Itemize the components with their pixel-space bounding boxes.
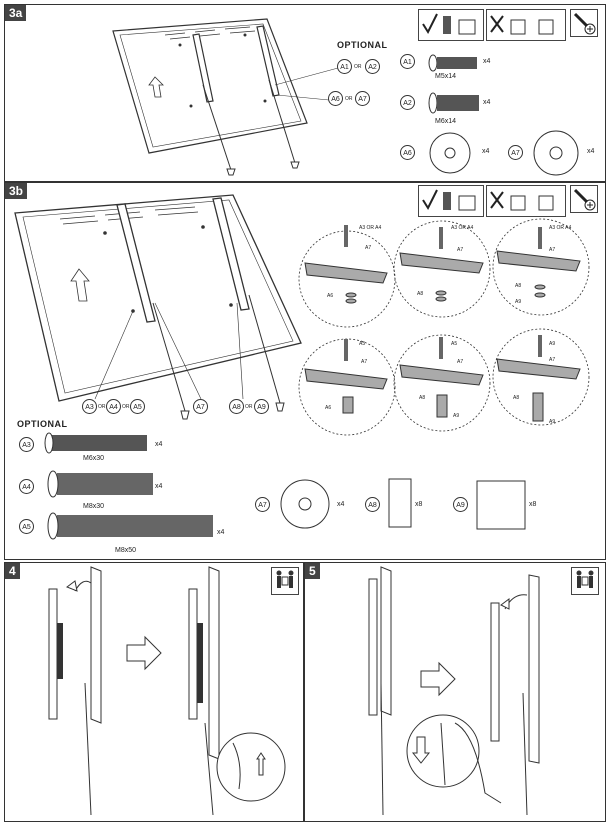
or-text: OR [245, 404, 253, 410]
part-a3-id: A3 [19, 437, 34, 452]
or-text: OR [122, 404, 130, 410]
part-a7-id: A7 [508, 145, 523, 160]
optional-label: OPTIONAL [17, 419, 68, 429]
panel-step-5: 5 [304, 562, 606, 822]
screwdriver-icon [570, 9, 598, 37]
a2-size: M6x14 [435, 118, 457, 125]
tilt-tv-diagram [368, 566, 540, 816]
two-person-icon [271, 567, 299, 595]
part-a2-badge: A2 [365, 59, 380, 74]
step-number: 4 [5, 563, 20, 579]
step-number: 3b [5, 183, 28, 199]
detail-a7: A7 [549, 247, 556, 253]
incorrect-assembly-icon [486, 185, 566, 217]
tv-mount-diagram-3b [14, 194, 590, 540]
part-a8-badge: A8 [229, 399, 244, 414]
a3-quantity: x4 [155, 441, 163, 448]
incorrect-assembly-icon [486, 9, 566, 41]
detail-a7: A7 [457, 359, 464, 365]
detail-a8: A8 [419, 395, 426, 401]
a3-size: M6x30 [83, 455, 105, 462]
step-number: 5 [305, 563, 320, 579]
part-a9-id: A9 [453, 497, 468, 512]
detail-a8: A8 [417, 291, 424, 297]
part-a6-id: A6 [400, 145, 415, 160]
a7-quantity: x4 [587, 148, 595, 155]
part-a7-id: A7 [255, 497, 270, 512]
part-a5-id: A5 [19, 519, 34, 534]
detail-a5: A5 [451, 341, 458, 347]
detail-a9: A9 [515, 299, 522, 305]
detail-a6: A6 [325, 405, 332, 411]
a1-quantity: x4 [483, 58, 491, 65]
detail-a7: A7 [457, 247, 464, 253]
detail-a8: A8 [515, 283, 522, 289]
correct-assembly-icon [418, 9, 484, 41]
a5-size: M8x50 [115, 547, 137, 554]
part-a7-badge: A7 [355, 91, 370, 106]
detail-a9: A9 [453, 413, 460, 419]
detail-a7: A7 [361, 359, 368, 365]
part-a6-badge: A6 [328, 91, 343, 106]
detail-a9: A9 [549, 419, 556, 425]
a7-quantity: x4 [337, 501, 345, 508]
detail-a7: A7 [549, 357, 556, 363]
part-a4-badge: A4 [106, 399, 121, 414]
tv-mount-diagram-3a [112, 18, 579, 176]
a2-quantity: x4 [483, 99, 491, 106]
hang-tv-diagram [48, 566, 286, 816]
panel-step-3b: 3b [4, 182, 606, 560]
a4-quantity: x4 [155, 483, 163, 490]
a1-size: M5x14 [435, 73, 457, 80]
detail-a7: A7 [365, 245, 372, 251]
part-a4-id: A4 [19, 479, 34, 494]
a9-quantity: x8 [529, 501, 537, 508]
part-a5-badge: A5 [130, 399, 145, 414]
panel-step-4: 4 [4, 562, 304, 822]
a4-size: M8x30 [83, 503, 105, 510]
part-a2-id: A2 [400, 95, 415, 110]
part-a1-id: A1 [400, 54, 415, 69]
step-number: 3a [5, 5, 27, 21]
or-text: OR [98, 404, 106, 410]
detail-a3-or-a4: A3 OR A4 [549, 225, 572, 231]
a8-quantity: x8 [415, 501, 423, 508]
a6-quantity: x4 [482, 148, 490, 155]
detail-a3-or-a4: A3 OR A4 [359, 225, 382, 231]
detail-a6: A6 [327, 293, 334, 299]
detail-a5: A5 [359, 341, 366, 347]
part-a7-badge: A7 [193, 399, 208, 414]
detail-a9: A9 [549, 341, 556, 347]
optional-label: OPTIONAL [337, 40, 388, 50]
detail-a8: A8 [513, 395, 520, 401]
or-text: OR [354, 64, 362, 70]
part-a8-id: A8 [365, 497, 380, 512]
panel-step-3a: 3a OPTIONAL A1 OR [4, 4, 606, 182]
or-text: OR [345, 96, 353, 102]
correct-assembly-icon [418, 185, 484, 217]
a5-quantity: x4 [217, 529, 225, 536]
part-a9-badge: A9 [254, 399, 269, 414]
detail-a3-or-a4: A3 OR A4 [451, 225, 474, 231]
part-a3-badge: A3 [82, 399, 97, 414]
two-person-icon [571, 567, 599, 595]
part-a1-badge: A1 [337, 59, 352, 74]
screwdriver-icon [570, 185, 598, 213]
